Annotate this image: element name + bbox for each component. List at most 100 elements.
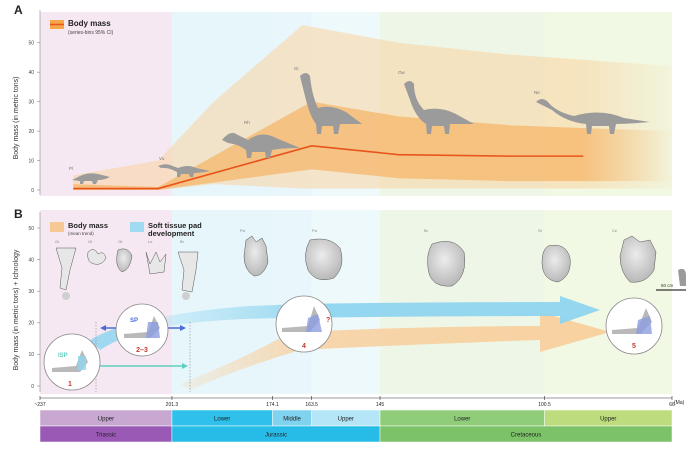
svg-text:Gr: Gr xyxy=(55,239,60,244)
svg-text:SP: SP xyxy=(130,318,138,324)
legend-b-soft-tissue-sub: development xyxy=(148,229,195,238)
callout-4: ? 4 xyxy=(275,295,333,353)
svg-text:Pa: Pa xyxy=(312,228,318,233)
body-mass-trend-line xyxy=(73,145,584,190)
svg-text:Ce: Ce xyxy=(612,228,618,233)
epoch-label: Lower xyxy=(454,417,470,423)
epoch-label: Upper xyxy=(600,417,616,423)
y-tick-label: 50 xyxy=(28,41,34,47)
svg-text:ISP: ISP xyxy=(58,353,68,359)
scale-bar: 50 cm xyxy=(656,268,686,291)
legend-a-title: Body mass xyxy=(68,19,111,28)
time-tick-label: 145 xyxy=(376,402,385,408)
panel-b-letter: B xyxy=(14,207,23,221)
track-ot-1: Ot xyxy=(87,239,107,265)
time-tick-label: 201.3 xyxy=(166,402,179,408)
callout-5: 5 xyxy=(605,297,663,355)
epoch-label: Lower xyxy=(214,417,230,423)
y-tick-label: 30 xyxy=(28,99,34,105)
y-tick-label: 0 xyxy=(31,188,34,194)
y-tick-label: 50 xyxy=(28,226,34,232)
panel-a-y-ticks: 0 10 20 30 40 50 xyxy=(28,41,40,194)
silhouette-ne: Ne xyxy=(534,90,650,134)
epoch-row: Upper Lower Middle Upper Lower Upper xyxy=(39,409,673,427)
svg-text:Ne: Ne xyxy=(534,90,540,95)
silhouette-ow: Ow xyxy=(398,70,474,134)
svg-text:Br: Br xyxy=(424,228,429,233)
svg-text:Ow: Ow xyxy=(398,70,406,75)
svg-text:Le: Le xyxy=(148,239,153,244)
period-label: Triassic xyxy=(96,433,116,439)
track-pa-1: Pa xyxy=(240,228,269,277)
isp-range-head xyxy=(182,363,188,369)
y-tick-label: 40 xyxy=(28,70,34,76)
legend-swatch-body-mass xyxy=(50,222,64,232)
y-tick-label: 20 xyxy=(28,321,34,327)
callout-1: ISP 1 xyxy=(43,333,101,391)
svg-text:Pl: Pl xyxy=(69,166,73,171)
y-tick-label: 40 xyxy=(28,257,34,263)
svg-text:Ot: Ot xyxy=(88,239,93,244)
y-tick-label: 10 xyxy=(28,352,34,358)
svg-text:Vu: Vu xyxy=(159,156,165,161)
body-mass-trend-arrow xyxy=(180,312,610,390)
silhouette-vu: Vu xyxy=(158,156,210,177)
epoch-label: Middle xyxy=(283,417,301,423)
track-pa-2: Pa xyxy=(305,228,343,280)
range-bracket xyxy=(95,322,191,392)
period-cell xyxy=(379,425,673,443)
body-mass-95ci-band xyxy=(73,101,672,190)
svg-text:?: ? xyxy=(326,317,330,324)
soft-tissue-pad-arrow xyxy=(140,296,600,330)
svg-text:Pa: Pa xyxy=(240,228,246,233)
silhouette-gi: Gi xyxy=(294,66,362,134)
legend-swatch-soft-tissue xyxy=(130,222,144,232)
svg-text:4: 4 xyxy=(302,343,306,350)
svg-text:1: 1 xyxy=(68,381,72,388)
epoch-label: Upper xyxy=(98,417,114,423)
track-outlines: Gr Ot Ot Le Br Pa Pa Br xyxy=(55,228,657,293)
time-tick-label: 100.5 xyxy=(538,402,551,408)
silhouette-rh: Rh xyxy=(222,120,300,158)
time-unit: (Ma) xyxy=(674,400,685,406)
panel-b-y-ticks: 0 10 20 30 40 50 xyxy=(28,226,40,390)
track-br: Br xyxy=(177,239,199,293)
track-st: St xyxy=(538,228,571,283)
time-tick-label: 66 xyxy=(669,402,675,408)
svg-text:St: St xyxy=(538,228,543,233)
track-ce: Ce xyxy=(612,228,657,283)
time-tick-label: ~237 xyxy=(34,402,45,408)
callout-2-3: SP 2–3 xyxy=(115,303,169,357)
svg-text:5: 5 xyxy=(632,343,636,350)
period-label: Cretaceous xyxy=(511,433,542,439)
panel-b-ylabel: Body mass (in metric tons) + Ichnology xyxy=(13,249,20,370)
time-tick-label: 174.1 xyxy=(266,402,279,408)
svg-text:Br: Br xyxy=(180,239,185,244)
y-tick-label: 0 xyxy=(31,384,34,390)
manus-traces xyxy=(62,292,190,300)
legend-b-soft-tissue: Soft tissue pad xyxy=(148,221,202,230)
sauropod-silhouettes: Pl Vu Rh Gi Ow Ne xyxy=(69,66,650,184)
period-row: Triassic Jurassic Cretaceous xyxy=(39,425,673,443)
svg-text:Ot: Ot xyxy=(118,239,123,244)
scale-label: 50 cm xyxy=(661,283,674,288)
bg-tint-4 xyxy=(380,210,545,394)
epoch-label: Upper xyxy=(338,417,354,423)
y-tick-label: 30 xyxy=(28,289,34,295)
svg-text:2–3: 2–3 xyxy=(136,347,148,354)
track-ot-2: Ot xyxy=(116,239,133,273)
silhouette-pl: Pl xyxy=(69,166,110,184)
period-label: Jurassic xyxy=(265,433,287,439)
panel-a-letter: A xyxy=(14,3,23,17)
track-gr: Gr xyxy=(55,239,77,291)
track-br-2: Br xyxy=(424,228,465,287)
svg-text:Rh: Rh xyxy=(244,120,250,125)
y-tick-label: 20 xyxy=(28,129,34,135)
track-le: Le xyxy=(145,239,167,275)
y-tick-label: 10 xyxy=(28,158,34,164)
svg-text:Gi: Gi xyxy=(294,66,299,71)
legend-b-body-mass-sub: (mean trend) xyxy=(68,231,94,236)
panel-a-ylabel: Body mass (in metric tons) xyxy=(13,77,20,160)
